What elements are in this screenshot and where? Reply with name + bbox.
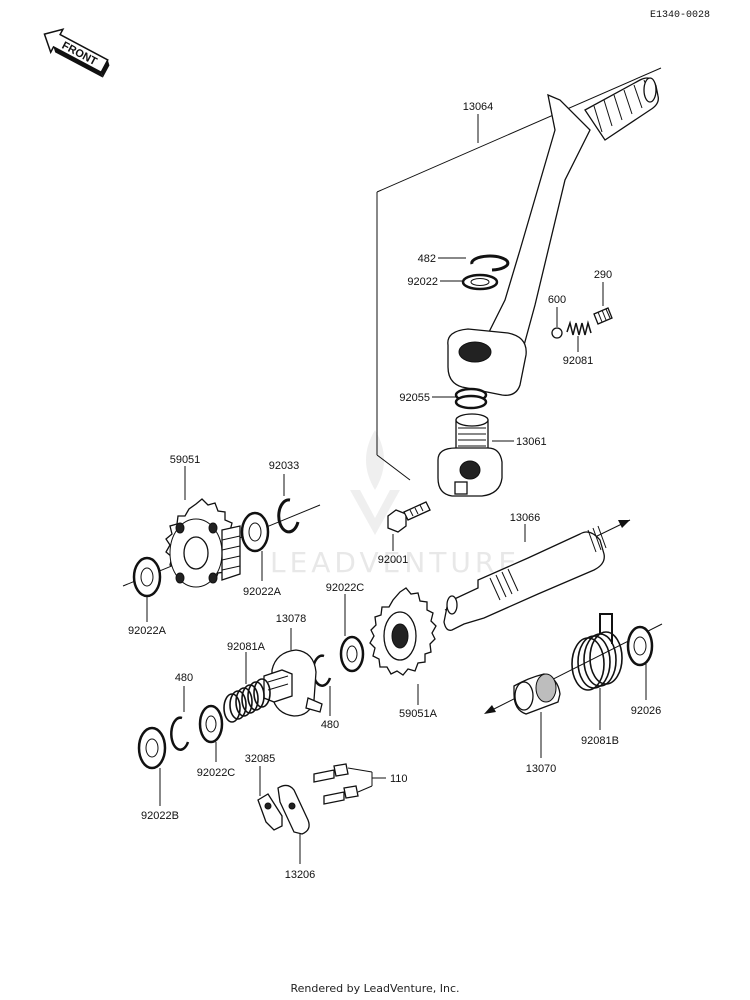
label-110: 110 — [390, 773, 408, 785]
washer-92022 — [461, 273, 499, 291]
label-92033: 92033 — [269, 460, 300, 472]
circlip-92033 — [277, 498, 300, 534]
ball-600 — [551, 327, 563, 339]
label-13070: 13070 — [526, 763, 557, 775]
kick-shaft-13066 — [443, 525, 607, 631]
label-13061: 13061 — [516, 436, 547, 448]
label-92001: 92001 — [378, 554, 409, 566]
diagram-code: E1340-0028 — [650, 10, 710, 21]
circlip-482 — [470, 254, 510, 272]
label-92022A-left: 92022A — [128, 625, 167, 637]
label-13078: 13078 — [276, 613, 307, 625]
pedal-boss-13061 — [437, 413, 503, 497]
washer-92026 — [626, 625, 654, 667]
washer-92022B — [137, 726, 167, 770]
label-92026: 92026 — [631, 705, 662, 717]
front-arrow-icon: FRONT — [43, 28, 110, 78]
label-600: 600 — [548, 294, 566, 306]
kick-pedal-arm — [447, 77, 659, 396]
label-482: 482 — [418, 253, 436, 265]
label-480-right: 480 — [321, 719, 339, 731]
cap-290 — [593, 307, 613, 325]
gear-59051 — [165, 498, 241, 588]
label-92022A-right: 92022A — [243, 586, 282, 598]
bolts-110 — [313, 763, 359, 805]
bolt-92001 — [387, 501, 431, 533]
right-axis-arrow-icon — [484, 705, 496, 714]
label-13064: 13064 — [463, 101, 494, 113]
plate-13206 — [277, 784, 310, 835]
ratchet-13078 — [263, 649, 323, 717]
shaft-axis-arrow-icon — [618, 520, 630, 528]
rendered-by-credit: Rendered by LeadVenture, Inc. — [290, 982, 459, 995]
watermark-text: LEADVENTURE — [270, 546, 520, 579]
seal-92055 — [454, 387, 488, 410]
washer-92022C-bottom — [198, 704, 224, 744]
pedal-assembly-outline — [376, 67, 662, 481]
label-59051A: 59051A — [399, 708, 438, 720]
leadventure-watermark: LEADVENTURE — [270, 430, 520, 579]
label-92022C-top: 92022C — [326, 582, 365, 594]
spring-92081A — [223, 678, 271, 723]
label-92022B: 92022B — [141, 810, 179, 822]
label-290: 290 — [594, 269, 612, 281]
label-92081A: 92081A — [227, 641, 266, 653]
label-480-left: 480 — [175, 672, 193, 684]
label-92022: 92022 — [407, 276, 438, 288]
label-92081: 92081 — [563, 355, 594, 367]
spring-92081 — [566, 320, 592, 336]
label-92055: 92055 — [399, 392, 430, 404]
stopper-32085 — [257, 793, 283, 831]
washer-92022A-left — [132, 556, 162, 598]
label-59051: 59051 — [170, 454, 201, 466]
label-13206: 13206 — [285, 869, 316, 881]
spring-92081B — [571, 613, 623, 691]
label-92081B: 92081B — [581, 735, 619, 747]
washer-92022C-top — [339, 635, 365, 673]
circlip-480-left — [170, 716, 190, 751]
washer-92022A-right — [240, 511, 270, 553]
label-13066: 13066 — [510, 512, 541, 524]
spring-guide-13070 — [513, 673, 561, 715]
label-92022C-bottom: 92022C — [197, 767, 236, 779]
gear-59051A — [369, 587, 437, 676]
label-32085: 32085 — [245, 753, 276, 765]
